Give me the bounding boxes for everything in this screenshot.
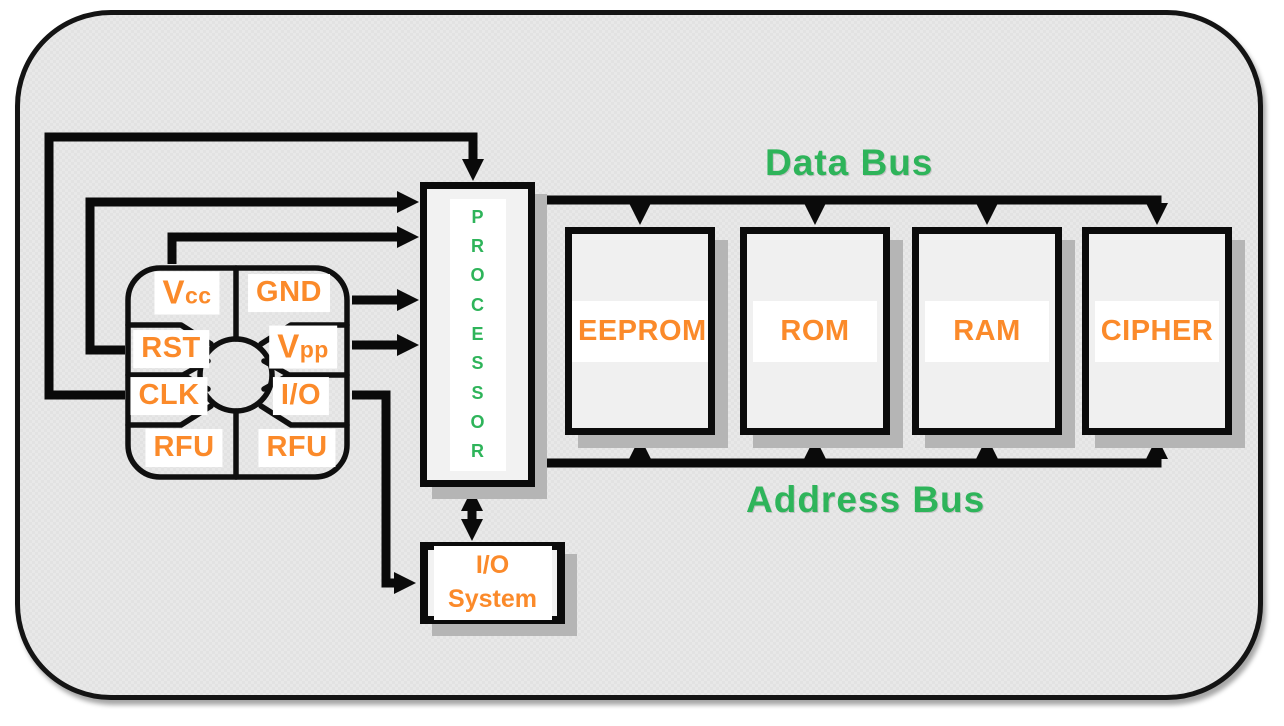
block-ram-label: RAM [925, 300, 1049, 362]
pad-divider-row3-right [258, 403, 350, 428]
contact-rfu-right-text: RFU [266, 431, 328, 464]
io-system-line1: I/O [475, 551, 510, 580]
contact-rst: RST [133, 330, 209, 368]
contact-rfu-left: RFU [145, 429, 223, 467]
contact-clk-text: CLK [138, 379, 200, 412]
io-system-label: I/O System [433, 546, 552, 620]
contact-gnd: GND [248, 274, 330, 312]
block-eeprom: EEPROM [565, 227, 715, 435]
address-bus-label: Address Bus [746, 479, 986, 520]
contact-gnd-text: GND [256, 276, 322, 309]
contact-vcc-main: V [162, 273, 185, 311]
block-eeprom-label: EEPROM [572, 300, 708, 362]
contact-vcc-sub: cc [184, 282, 212, 309]
contact-io: I/O [272, 377, 330, 415]
io-system-line2: System [448, 585, 537, 613]
io-system-block: I/O System [420, 542, 565, 624]
contact-rfu-left-text: RFU [153, 431, 215, 464]
contact-io-text: I/O [280, 379, 322, 412]
block-rom: ROM [740, 227, 890, 435]
contact-clk: CLK [130, 377, 208, 415]
block-ram: RAM [912, 227, 1062, 435]
contact-rfu-right: RFU [258, 429, 336, 467]
contact-vpp: Vpp [269, 325, 337, 369]
contact-vpp-main: V [277, 327, 300, 365]
data-bus-label: Data Bus [765, 142, 934, 183]
contact-vcc: Vcc [154, 271, 220, 315]
pad-center-circle [197, 336, 275, 414]
block-cipher: CIPHER [1082, 227, 1232, 435]
contact-rst-text: RST [141, 332, 201, 365]
block-cipher-label: CIPHER [1094, 300, 1220, 362]
contact-vpp-sub: pp [299, 336, 329, 363]
block-rom-label: ROM [753, 300, 877, 362]
